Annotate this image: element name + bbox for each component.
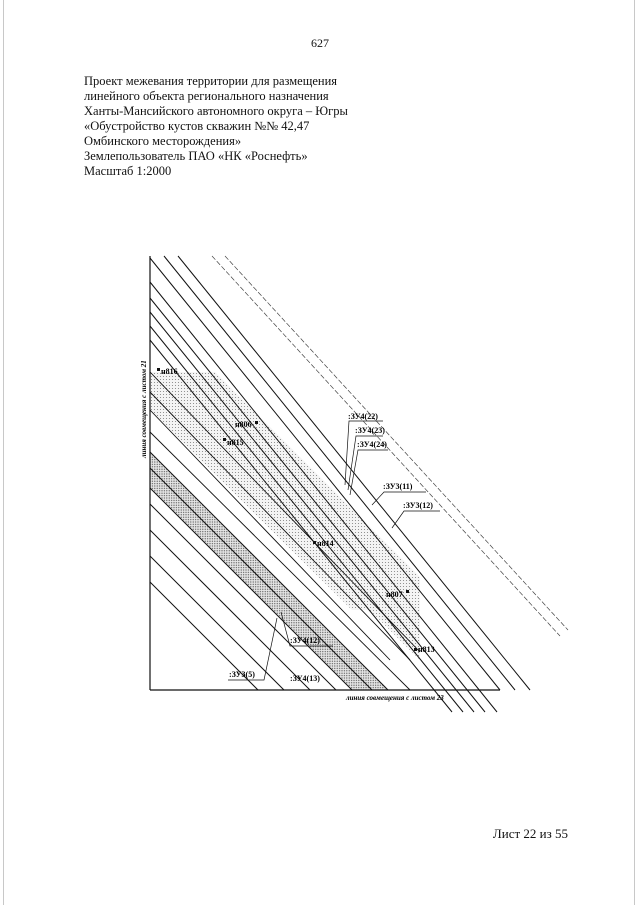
boundary-line (149, 451, 389, 691)
boundary-line (149, 503, 337, 691)
boundary-line (149, 311, 475, 713)
point-label-n807: н807 (386, 590, 403, 599)
boundary-lines-middle (149, 371, 421, 691)
boundary-line (149, 257, 501, 691)
join-label-left: линия совмещения с листом 21 (140, 360, 148, 459)
boundary-line (149, 529, 311, 691)
title-line: Омбинского месторождения» (84, 134, 242, 148)
leader-lines (228, 420, 440, 681)
boundary-lines-lower (149, 451, 389, 691)
title-line: Землепользователь ПАО «НК «Роснефть» (84, 149, 308, 163)
leader-line (280, 611, 333, 647)
title-line: «Обустройство кустов скважин №№ 42,47 (84, 119, 310, 133)
title-line: Проект межевания территории для размещен… (84, 74, 338, 88)
point-label-n813: н813 (418, 645, 435, 654)
boundary-line (149, 487, 353, 691)
point-marker (313, 541, 316, 544)
boundary-line (149, 325, 464, 713)
parcel-label-zu4-13: :ЗУ4(13) (290, 674, 320, 683)
boundary-line (149, 281, 498, 713)
point-marker (255, 421, 258, 424)
boundary-line (149, 431, 411, 691)
leader-line (347, 435, 383, 491)
parcel-label-zu4-23: :ЗУ4(23) (355, 426, 385, 435)
parcel-label-zu4-12: :ЗУ4(12) (290, 636, 320, 645)
point-label-n806: н806 (235, 420, 252, 429)
boundary-line (149, 467, 373, 691)
point-marker (223, 438, 226, 441)
parcel-label-zu4-22: :ЗУ4(22) (348, 412, 378, 421)
leader-line (349, 449, 388, 496)
leader-line (344, 420, 383, 486)
dashed-line (224, 255, 569, 631)
point-label-n815: н815 (227, 438, 244, 447)
scale-line: Масштаб 1:2000 (84, 164, 172, 178)
leader-line (228, 617, 278, 681)
boundary-line (149, 391, 411, 661)
boundary-line (149, 555, 285, 691)
parcel-label-zu4-24: :ЗУ4(24) (357, 440, 387, 449)
dashed-line (211, 255, 561, 637)
leader-line (391, 510, 440, 529)
leader-line (371, 491, 426, 506)
page-number: 627 (311, 36, 329, 50)
outer-dashed-lines (211, 255, 569, 637)
point-marker (414, 648, 417, 651)
boundary-line (149, 409, 391, 661)
scan-edge-right (634, 0, 635, 905)
point-markers (157, 368, 417, 651)
boundary-line (149, 371, 421, 653)
parcel-label-zu3-5: :ЗУ3(5) (229, 670, 255, 679)
boundary-line (163, 255, 516, 691)
boundary-line (149, 339, 453, 713)
point-marker (406, 590, 409, 593)
join-label-bottom: линия совмещения с листом 23 (345, 694, 444, 702)
boundary-line (149, 581, 259, 691)
point-label-n816: н816 (161, 367, 178, 376)
title-block: Проект межевания территории для размещен… (84, 74, 348, 179)
point-label-n814: н814 (317, 539, 334, 548)
title-line: линейного объекта регионального назначен… (84, 89, 329, 103)
boundary-line (149, 297, 486, 713)
scan-edge-left (3, 0, 4, 905)
sheet-label: Лист 22 из 55 (492, 826, 568, 841)
title-line: Ханты-Мансийского автономного округа – Ю… (84, 104, 348, 118)
point-marker (157, 368, 160, 371)
parcel-label-zu3-12: :ЗУ3(12) (403, 501, 433, 510)
parcel-area-stipple-main (150, 372, 420, 660)
parcel-label-zu3-11: :ЗУ3(11) (383, 482, 413, 491)
